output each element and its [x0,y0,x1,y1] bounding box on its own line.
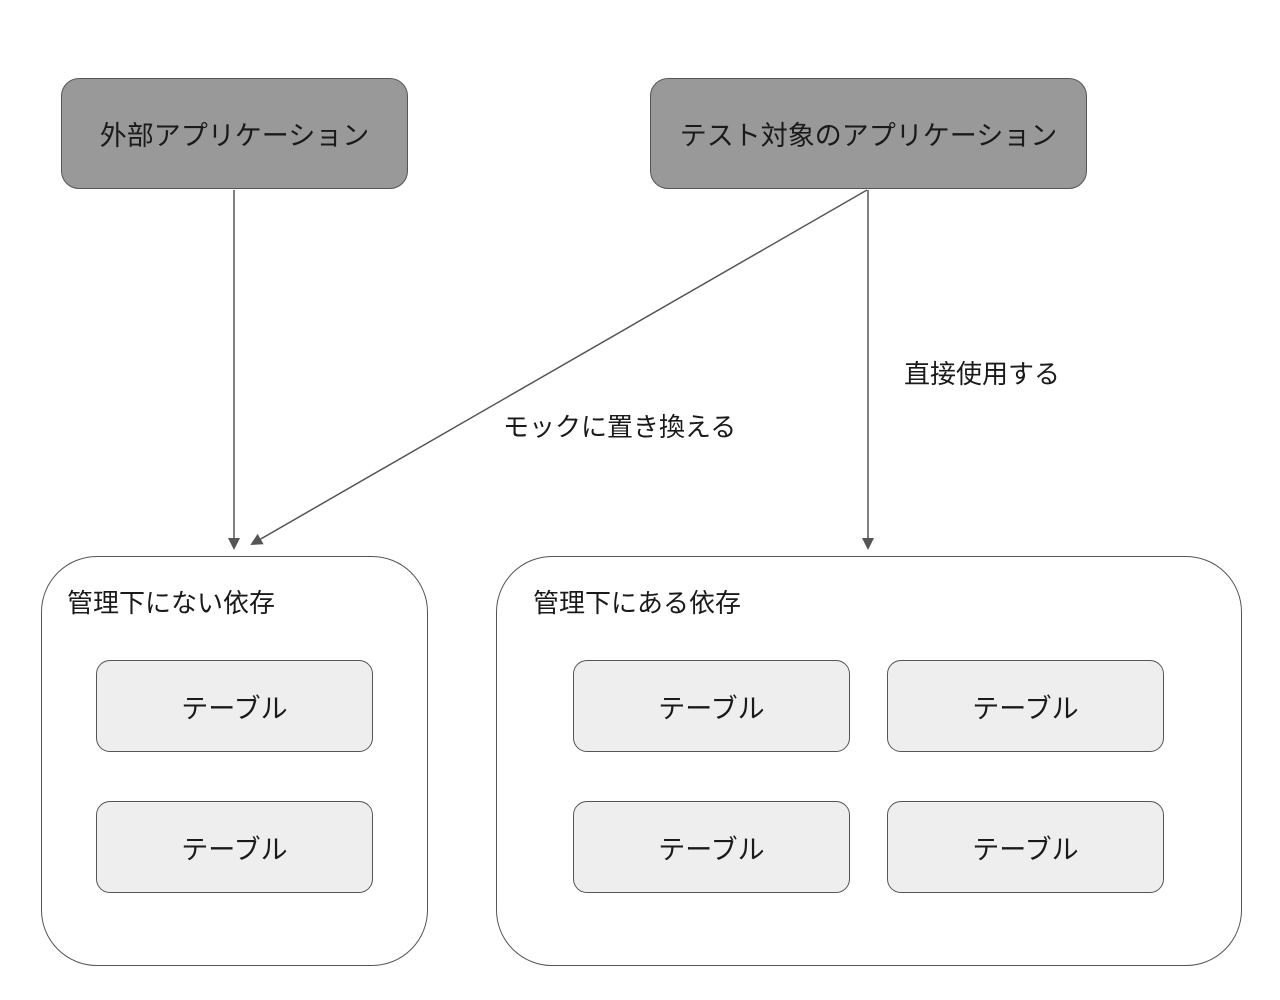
managed-dependency-label: 管理下にある依存 [533,589,742,619]
managed-table-1: テーブル [573,660,850,752]
table-label: テーブル [972,834,1079,866]
external-application-node: 外部アプリケーション [61,78,408,189]
unmanaged-table-1: テーブル [96,660,373,752]
managed-table-2: テーブル [887,660,1164,752]
external-application-label: 外部アプリケーション [99,121,370,152]
target-application-label: テスト対象のアプリケーション [679,121,1058,152]
managed-table-3: テーブル [573,801,850,893]
unmanaged-dependency-group [41,556,428,966]
direct-edge-label: 直接使用する [904,360,1061,390]
mock-edge-label: モックに置き換える [503,413,737,443]
managed-dependency-group [496,556,1242,966]
unmanaged-dependency-label: 管理下にない依存 [67,589,276,619]
table-label: テーブル [658,693,765,725]
managed-table-4: テーブル [887,801,1164,893]
table-label: テーブル [181,834,288,866]
arrow-target-to-unmanaged-mock [250,189,868,545]
table-label: テーブル [181,693,288,725]
table-label: テーブル [972,693,1079,725]
unmanaged-table-2: テーブル [96,801,373,893]
table-label: テーブル [658,834,765,866]
target-application-node: テスト対象のアプリケーション [650,78,1087,189]
